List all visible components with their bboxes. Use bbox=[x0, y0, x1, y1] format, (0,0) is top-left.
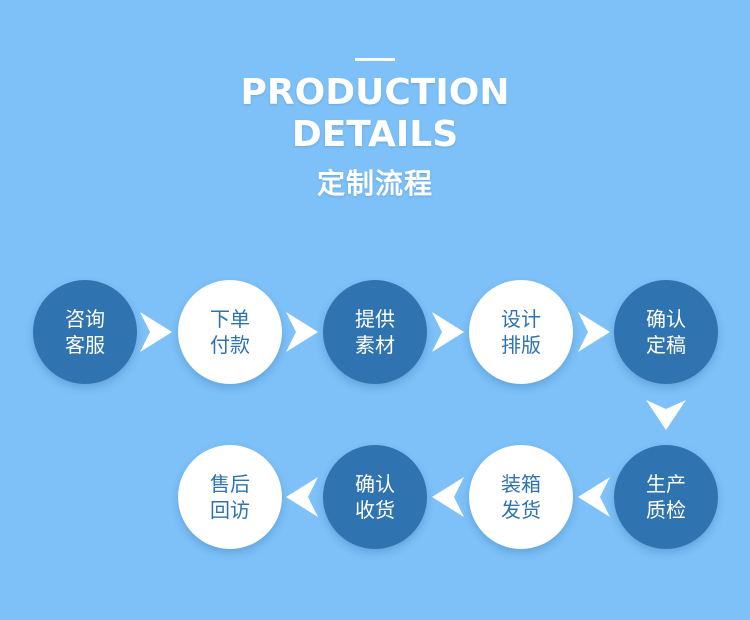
page-title-line2: DETAILS bbox=[291, 114, 459, 155]
chevron-left-icon bbox=[578, 477, 610, 517]
step-confirm-final: 确认 定稿 bbox=[614, 280, 718, 384]
step-packing-shipping: 装箱 发货 bbox=[469, 445, 573, 549]
page-title-line1: PRODUCTION bbox=[240, 72, 510, 113]
chevron-right-icon bbox=[140, 312, 172, 352]
step-consult-service: 咨询 客服 bbox=[33, 280, 137, 384]
step-label: 售后 bbox=[210, 472, 250, 496]
step-label: 回访 bbox=[210, 498, 250, 522]
page-subtitle: 定制流程 bbox=[316, 167, 433, 200]
step-label: 确认 bbox=[355, 472, 395, 496]
step-label: 排版 bbox=[501, 333, 541, 357]
title-decor-line bbox=[355, 58, 395, 61]
step-production-qc: 生产 质检 bbox=[614, 445, 718, 549]
step-label: 发货 bbox=[501, 498, 541, 522]
step-after-sales: 售后 回访 bbox=[178, 445, 282, 549]
step-label: 生产 bbox=[646, 472, 686, 496]
chevron-right-icon bbox=[578, 312, 610, 352]
step-label: 收货 bbox=[355, 498, 395, 522]
step-label: 客服 bbox=[65, 333, 105, 357]
step-label: 提供 bbox=[355, 307, 395, 331]
step-label: 确认 bbox=[646, 307, 686, 331]
step-order-payment: 下单 付款 bbox=[178, 280, 282, 384]
step-label: 质检 bbox=[646, 498, 686, 522]
chevron-right-icon bbox=[286, 312, 318, 352]
chevron-right-icon bbox=[432, 312, 464, 352]
step-provide-materials: 提供 素材 bbox=[323, 280, 427, 384]
step-label: 素材 bbox=[355, 333, 395, 357]
step-label: 定稿 bbox=[646, 333, 686, 357]
chevron-left-icon bbox=[432, 477, 464, 517]
step-confirm-receipt: 确认 收货 bbox=[323, 445, 427, 549]
step-label: 装箱 bbox=[501, 472, 541, 496]
step-label: 咨询 bbox=[65, 307, 105, 331]
step-label: 设计 bbox=[501, 307, 541, 331]
step-label: 下单 bbox=[210, 307, 250, 331]
step-design-layout: 设计 排版 bbox=[469, 280, 573, 384]
step-label: 付款 bbox=[210, 333, 250, 357]
chevron-down-icon bbox=[646, 400, 686, 430]
chevron-left-icon bbox=[286, 477, 318, 517]
